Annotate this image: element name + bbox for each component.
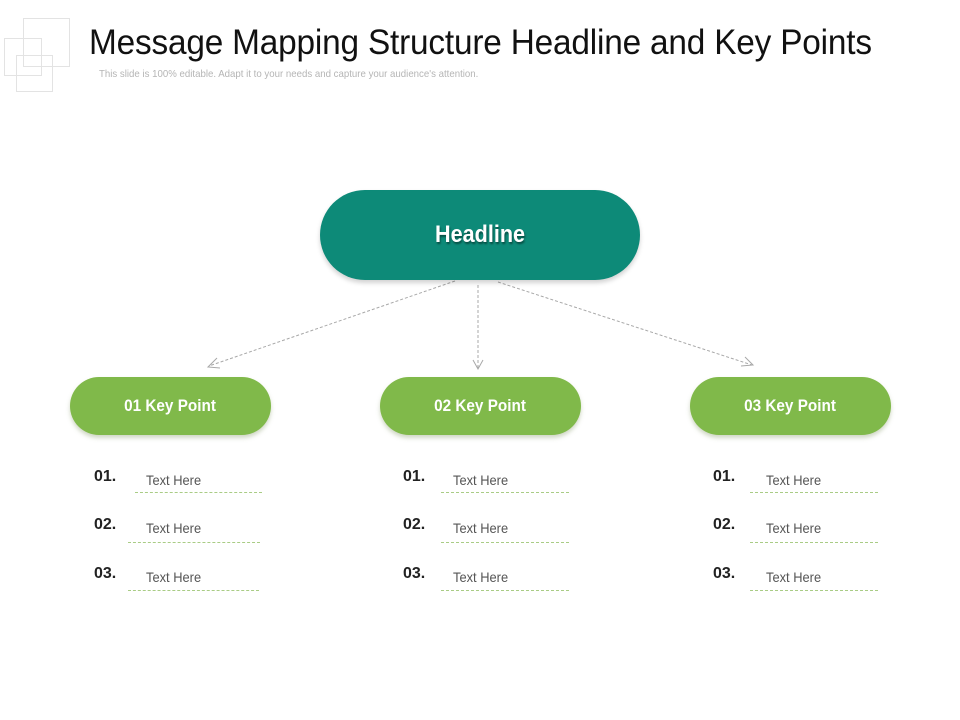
item-number: 03. (94, 565, 117, 582)
item-underline (750, 492, 878, 493)
decorative-square (4, 38, 42, 76)
item-underline (128, 590, 259, 591)
list-item: 02. Text Here (94, 516, 274, 546)
item-underline (441, 590, 569, 591)
key-point-1-node: 01 Key Point (70, 377, 271, 435)
key-point-label: 03 Key Point (744, 396, 837, 415)
item-text: Text Here (453, 569, 509, 585)
headline-node: Headline (320, 190, 640, 280)
item-text: Text Here (146, 472, 202, 488)
list-item: 01. Text Here (94, 468, 274, 498)
list-item: 02. Text Here (403, 516, 583, 546)
item-number: 02. (94, 516, 117, 533)
list-item: 03. Text Here (713, 565, 893, 595)
list-item: 01. Text Here (713, 468, 893, 498)
item-number: 03. (713, 565, 736, 582)
item-underline (135, 492, 262, 493)
arrow-to-key-point-3 (497, 281, 753, 366)
item-number: 01. (94, 468, 117, 485)
item-underline (441, 542, 569, 543)
list-item: 03. Text Here (403, 565, 583, 595)
item-text: Text Here (146, 520, 202, 536)
list-item: 02. Text Here (713, 516, 893, 546)
arrow-to-key-point-1 (208, 280, 456, 367)
item-number: 02. (713, 516, 736, 533)
slide-title: Message Mapping Structure Headline and K… (89, 22, 872, 62)
list-item: 01. Text Here (403, 468, 583, 498)
key-point-label: 02 Key Point (434, 396, 527, 415)
key-point-2-node: 02 Key Point (380, 377, 581, 435)
item-underline (750, 590, 878, 591)
arrowhead-icon (740, 356, 755, 367)
item-number: 03. (403, 565, 426, 582)
item-number: 02. (403, 516, 426, 533)
item-text: Text Here (766, 569, 822, 585)
item-text: Text Here (453, 520, 509, 536)
item-underline (750, 542, 878, 543)
arrowhead-icon (206, 357, 221, 369)
item-text: Text Here (453, 472, 509, 488)
headline-label: Headline (434, 221, 526, 248)
decorative-square (16, 55, 53, 92)
item-text: Text Here (766, 520, 822, 536)
arrowhead-icon (472, 359, 484, 371)
item-text: Text Here (766, 472, 822, 488)
key-point-label: 01 Key Point (124, 396, 217, 415)
item-number: 01. (403, 468, 426, 485)
item-number: 01. (713, 468, 736, 485)
item-underline (441, 492, 569, 493)
slide-subtitle: This slide is 100% editable. Adapt it to… (99, 68, 479, 80)
item-text: Text Here (146, 569, 202, 585)
key-point-3-node: 03 Key Point (690, 377, 891, 435)
item-underline (128, 542, 260, 543)
list-item: 03. Text Here (94, 565, 274, 595)
decorative-square (23, 18, 70, 67)
